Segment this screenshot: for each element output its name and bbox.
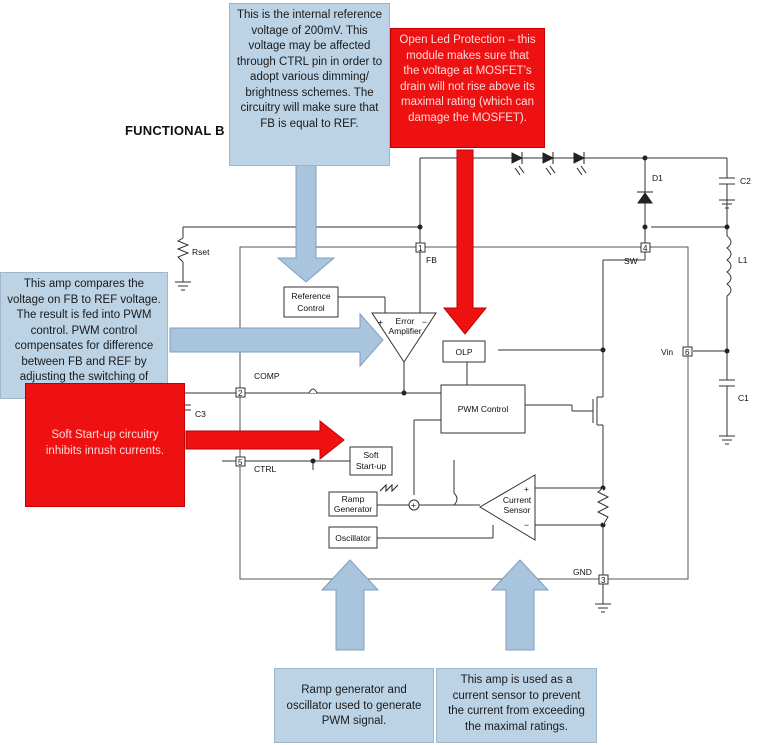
c3-label: C3 (195, 409, 206, 419)
ramp-generator-label-1: Ramp (342, 494, 365, 504)
current-sensor-plus: + (524, 484, 529, 494)
l1-inductor (726, 235, 732, 297)
error-amp-callout: This amp compares the voltage on FB to R… (0, 272, 168, 399)
error-amplifier-label-1: Error (396, 316, 415, 326)
pin-vin-number: 6 (685, 348, 690, 357)
pin-comp-number: 2 (238, 389, 243, 398)
led-string-icon (511, 152, 587, 176)
pin-gnd-label: GND (573, 567, 592, 577)
pin-sw-number: 4 (643, 244, 648, 253)
pwm-control-block (440, 384, 526, 434)
summing-node-plus: + (411, 500, 416, 510)
soft-start-block (349, 446, 393, 476)
current-sensor-block (479, 474, 536, 541)
pin-gnd-number: 3 (601, 576, 606, 585)
pin-fb-label: FB (426, 255, 437, 265)
reference-control-block (283, 286, 339, 318)
current-sensor-label-1: Current (503, 495, 532, 505)
gnd-ground-icon (595, 603, 611, 613)
diagram-heading: FUNCTIONAL B (125, 123, 225, 138)
pin-ctrl-label: CTRL (254, 464, 276, 474)
oscillator-block (328, 526, 378, 549)
error-amp-arrow (169, 312, 384, 368)
sense-resistor (596, 487, 610, 526)
pwm-control-label: PWM Control (458, 404, 509, 414)
ramp-generator-label-2: Generator (334, 504, 372, 514)
reference-control-label-1: Reference (291, 291, 330, 301)
error-amp-minus: − (422, 317, 427, 327)
olp-arrow (442, 149, 488, 335)
pin-ctrl-number: 5 (238, 458, 243, 467)
reference-callout: This is the internal reference voltage o… (229, 3, 390, 166)
pin-boxes (235, 242, 693, 585)
current-sensor-minus: − (524, 520, 529, 530)
rset-ground-icon (175, 281, 191, 291)
l1-label: L1 (738, 255, 748, 265)
olp-block (442, 340, 486, 363)
d1-diode (637, 191, 653, 204)
soft-start-arrow (185, 419, 345, 461)
rset-resistor (176, 237, 190, 263)
error-amplifier-label-2: Amplifier (388, 326, 421, 336)
c1-label: C1 (738, 393, 749, 403)
wiring (182, 157, 728, 604)
current-sensor-arrow (490, 559, 550, 651)
oscillator-label: Oscillator (335, 533, 371, 543)
rset-label: Rset (192, 247, 210, 257)
summing-node (408, 499, 420, 511)
ramp-generator-block (328, 491, 378, 517)
pin-comp-label: COMP (254, 371, 280, 381)
ramp-callout: Ramp generator and oscillator used to ge… (274, 668, 434, 743)
olp-label: OLP (455, 347, 472, 357)
error-amp-plus: + (378, 317, 383, 327)
soft-start-callout: Soft Start-up circuitry inhibits inrush … (25, 383, 185, 507)
pin-fb-number: 1 (418, 244, 423, 253)
reference-arrow (276, 164, 336, 283)
d1-label: D1 (652, 173, 663, 183)
pin-sw-label: SW (624, 256, 638, 266)
current-sensor-label-2: Sensor (504, 505, 531, 515)
ramp-arrow (320, 559, 380, 651)
current-sensor-callout: This amp is used as a current sensor to … (436, 668, 597, 743)
error-amplifier-block (371, 312, 437, 363)
soft-start-label-2: Start-up (356, 461, 387, 471)
pin-vin-label: Vin (661, 347, 673, 357)
c1-capacitor (719, 379, 735, 445)
soft-start-label-1: Soft (363, 450, 379, 460)
c2-label: C2 (740, 176, 751, 186)
sawtooth-icon (379, 483, 399, 493)
olp-callout: Open Led Protection – this module makes … (390, 28, 545, 148)
c2-capacitor (719, 177, 735, 209)
reference-control-label-2: Control (297, 303, 325, 313)
